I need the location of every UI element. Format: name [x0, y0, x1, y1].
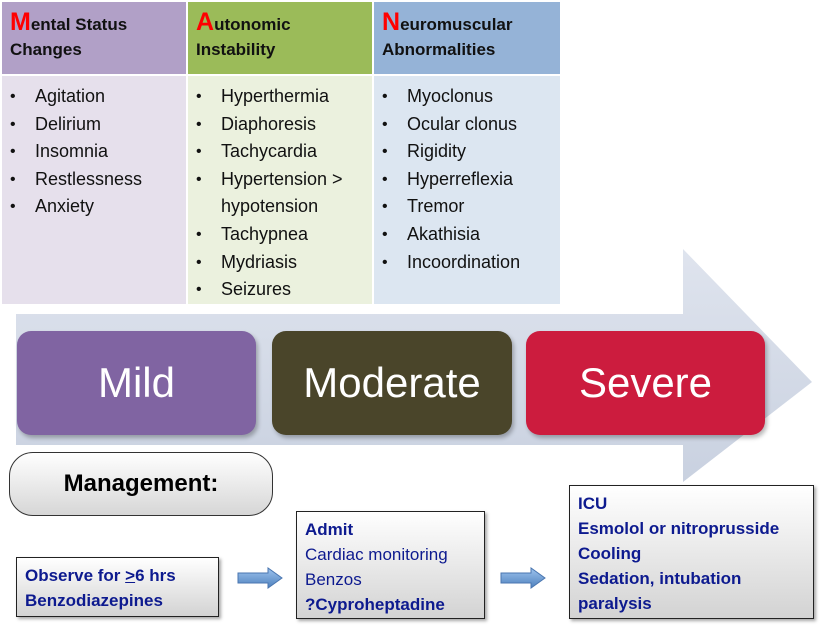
- header-initial: A: [196, 8, 215, 36]
- header-text-line2: Instability: [196, 40, 276, 59]
- list-item: Ocular clonus: [374, 111, 560, 139]
- header-text: euromuscular: [400, 15, 513, 34]
- text: Observe for: [25, 566, 126, 585]
- neuromuscular-body: Myoclonus Ocular clonus Rigidity Hyperre…: [374, 76, 560, 304]
- list-item: Tremor: [374, 193, 560, 221]
- header-text-line2: Abnormalities: [382, 40, 496, 59]
- list-item: Mydriasis: [188, 249, 372, 277]
- list-item: Tachypnea: [188, 221, 372, 249]
- list-item: Restlessness: [2, 166, 186, 194]
- text: 6 hrs: [135, 566, 176, 585]
- moderate-management-box: Admit Cardiac monitoring Benzos ?Cyprohe…: [296, 511, 485, 619]
- list-item: Tachycardia: [188, 138, 372, 166]
- severe-management-box: ICU Esmolol or nitroprusside Cooling Sed…: [569, 485, 814, 619]
- list-item: Seizures: [188, 276, 372, 304]
- header-text: utonomic: [214, 15, 291, 34]
- moderate-management-line3: Benzos: [305, 570, 362, 589]
- severity-mild: Mild: [17, 331, 256, 435]
- header-text: ental Status: [30, 15, 128, 34]
- moderate-management-line2: Cardiac monitoring: [305, 545, 448, 564]
- autonomic-header: Autonomic Instability: [188, 2, 372, 74]
- severe-management-line3: Cooling: [578, 544, 642, 563]
- list-item: Hyperthermia: [188, 83, 372, 111]
- severity-severe: Severe: [526, 331, 765, 435]
- right-arrow-icon: [500, 567, 546, 589]
- list-item: Delirium: [2, 111, 186, 139]
- list-item: Insomnia: [2, 138, 186, 166]
- severe-management-line1: ICU: [578, 494, 608, 513]
- mental-status-header: Mental Status Changes: [2, 2, 186, 74]
- mild-management-line1: Observe for >6 hrs: [25, 563, 210, 588]
- management-label: Management:: [9, 452, 273, 516]
- mental-status-body: Agitation Delirium Insomnia Restlessness…: [2, 76, 186, 304]
- moderate-management-line4: ?Cyproheptadine: [305, 595, 445, 614]
- list-item: Myoclonus: [374, 83, 560, 111]
- list-item: Hypertension >: [188, 166, 372, 194]
- severe-management-line4: Sedation, intubation: [578, 569, 742, 588]
- autonomic-body: Hyperthermia Diaphoresis Tachycardia Hyp…: [188, 76, 372, 304]
- severe-management-line2: Esmolol or nitroprusside: [578, 519, 780, 538]
- severe-management-line5: paralysis: [578, 594, 652, 613]
- header-text-line2: Changes: [10, 40, 82, 59]
- moderate-management-line1: Admit: [305, 520, 354, 539]
- mental-status-column: Mental Status Changes Agitation Delirium…: [2, 2, 186, 304]
- right-arrow-icon: [237, 567, 283, 589]
- list-item: Akathisia: [374, 221, 560, 249]
- autonomic-column: Autonomic Instability Hyperthermia Diaph…: [188, 2, 372, 304]
- list-item-continuation: hypotension: [221, 196, 319, 217]
- neuromuscular-header: Neuromuscular Abnormalities: [374, 2, 560, 74]
- list-item: Diaphoresis: [188, 111, 372, 139]
- mild-management-box: Observe for >6 hrs Benzodiazepines: [16, 557, 219, 617]
- mild-management-line2: Benzodiazepines: [25, 591, 163, 610]
- header-initial: N: [382, 8, 401, 36]
- list-item: Anxiety: [2, 193, 186, 221]
- header-initial: M: [10, 8, 31, 36]
- list-item: Agitation: [2, 83, 186, 111]
- neuromuscular-column: Neuromuscular Abnormalities Myoclonus Oc…: [374, 2, 560, 304]
- list-item: Hyperreflexia: [374, 166, 560, 194]
- list-item: Incoordination: [374, 249, 560, 277]
- list-item: Rigidity: [374, 138, 560, 166]
- geq-symbol: >: [125, 566, 136, 585]
- severity-moderate: Moderate: [272, 331, 512, 435]
